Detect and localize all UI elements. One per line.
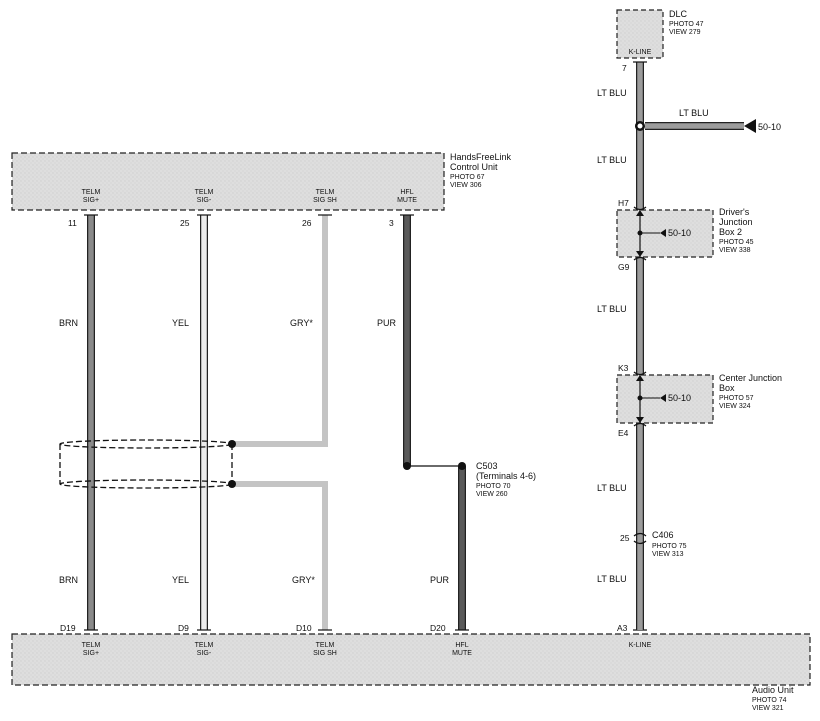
audio-term-2-l1: TELM bbox=[195, 642, 214, 649]
audio-term-1-l1: TELM bbox=[82, 642, 101, 649]
brn-label-top: BRN bbox=[59, 318, 78, 328]
gry-label-top: GRY* bbox=[290, 318, 313, 328]
cjb-ref-arrow-icon bbox=[660, 394, 666, 402]
audio-term-4-l2: MUTE bbox=[452, 650, 472, 657]
audio-term-2-l2: SIG- bbox=[197, 650, 212, 657]
yel-label-top: YEL bbox=[172, 318, 189, 328]
hfl-term-4-l2: MUTE bbox=[397, 197, 417, 204]
audio-pin-a3: A3 bbox=[617, 623, 628, 633]
djb-name-3: Box 2 bbox=[719, 227, 742, 237]
hfl-unit-photo: PHOTO 67 bbox=[450, 174, 485, 181]
pur-label-top: PUR bbox=[377, 318, 397, 328]
dlc-name: DLC bbox=[669, 9, 688, 19]
shield-dot-bottom bbox=[228, 480, 236, 488]
c406-view: VIEW 313 bbox=[652, 551, 684, 558]
c503-photo: PHOTO 70 bbox=[476, 483, 511, 490]
djb-pin-h7: H7 bbox=[618, 198, 629, 208]
c406-connector-bottom-icon bbox=[633, 540, 647, 545]
hfl-pin-3: 3 bbox=[389, 218, 394, 228]
hfl-term-2-l2: SIG- bbox=[197, 197, 212, 204]
audio-term-1-l2: SIG+ bbox=[83, 650, 99, 657]
hfl-term-1-l1: TELM bbox=[82, 189, 101, 196]
cjb-pin-k3: K3 bbox=[618, 363, 629, 373]
pur-splice-dot bbox=[403, 462, 411, 470]
cjb-box bbox=[616, 374, 714, 424]
gry-wire-bottom bbox=[232, 481, 328, 630]
hfl-unit-view: VIEW 306 bbox=[450, 182, 482, 189]
audio-term-5-l1: K-LINE bbox=[629, 642, 652, 649]
audio-term-4-l1: HFL bbox=[455, 642, 468, 649]
dlc-box bbox=[616, 9, 664, 59]
cjb-arrow-down-icon bbox=[636, 417, 644, 423]
djb-name-2: Junction bbox=[719, 217, 753, 227]
cjb-name-1: Center Junction bbox=[719, 373, 782, 383]
shield-dot-top bbox=[228, 440, 236, 448]
gry-label-bottom: GRY* bbox=[292, 575, 315, 585]
audio-unit-photo: PHOTO 74 bbox=[752, 697, 787, 704]
cjb-name-2: Box bbox=[719, 383, 735, 393]
hfl-term-1-l2: SIG+ bbox=[83, 197, 99, 204]
ltblu-label-4: LT BLU bbox=[597, 483, 627, 493]
audio-pin-d20: D20 bbox=[430, 623, 446, 633]
audio-unit-box bbox=[11, 633, 811, 686]
hfl-term-4-l1: HFL bbox=[400, 189, 413, 196]
c503-name: C503 bbox=[476, 461, 498, 471]
hfl-pin-11: 11 bbox=[68, 218, 77, 228]
brn-label-bottom: BRN bbox=[59, 575, 78, 585]
ltblu-label-2: LT BLU bbox=[597, 155, 627, 165]
djb-pin-g9: G9 bbox=[618, 262, 630, 272]
djb-name-1: Driver's bbox=[719, 207, 750, 217]
audio-term-3-l1: TELM bbox=[316, 642, 335, 649]
hfl-term-2-l1: TELM bbox=[195, 189, 214, 196]
audio-unit-view: VIEW 321 bbox=[752, 705, 784, 712]
cjb-photo: PHOTO 57 bbox=[719, 395, 754, 402]
cjb-pin-e4: E4 bbox=[618, 428, 629, 438]
dlc-terminal: K-LINE bbox=[629, 49, 652, 56]
djb-view: VIEW 338 bbox=[719, 247, 751, 254]
djb-ref: 50-10 bbox=[668, 228, 691, 238]
ltblu-label-5: LT BLU bbox=[597, 574, 627, 584]
hfl-pin-25: 25 bbox=[180, 218, 190, 228]
c406-connector-top-icon bbox=[633, 532, 647, 537]
cjb-view: VIEW 324 bbox=[719, 403, 751, 410]
audio-unit-name: Audio Unit bbox=[752, 685, 794, 695]
hfl-term-3-l2: SIG SH bbox=[313, 197, 337, 204]
ltblu-label-1: LT BLU bbox=[597, 88, 627, 98]
c503-view: VIEW 260 bbox=[476, 491, 508, 498]
ltblu-splice-dot-inner bbox=[637, 123, 643, 129]
djb-arrow-down-icon bbox=[636, 251, 644, 257]
c503-connector-dot bbox=[458, 462, 466, 470]
ltblu-branch-label: LT BLU bbox=[679, 108, 709, 118]
hfl-unit-name-2: Control Unit bbox=[450, 162, 498, 172]
ltblu-label-3: LT BLU bbox=[597, 304, 627, 314]
cjb-arrow-up-icon bbox=[636, 375, 644, 381]
dlc-view: VIEW 279 bbox=[669, 29, 701, 36]
djb-arrow-up-icon bbox=[636, 210, 644, 216]
audio-pin-d19: D19 bbox=[60, 623, 76, 633]
hfl-pin-26: 26 bbox=[302, 218, 312, 228]
hfl-unit-name-1: HandsFreeLink bbox=[450, 152, 512, 162]
pur-label-bottom: PUR bbox=[430, 575, 450, 585]
audio-pin-d9: D9 bbox=[178, 623, 189, 633]
branch-arrow-icon bbox=[744, 119, 756, 133]
hfl-control-unit-box bbox=[11, 152, 445, 211]
audio-pin-d10: D10 bbox=[296, 623, 312, 633]
audio-term-3-l2: SIG SH bbox=[313, 650, 337, 657]
c406-pin-25: 25 bbox=[620, 533, 630, 543]
gry-wire-top bbox=[232, 215, 328, 447]
yel-label-bottom: YEL bbox=[172, 575, 189, 585]
hfl-term-3-l1: TELM bbox=[316, 189, 335, 196]
cjb-ref: 50-10 bbox=[668, 393, 691, 403]
dlc-pin-7: 7 bbox=[622, 63, 627, 73]
junction-terminal-ticks bbox=[633, 206, 647, 427]
branch-ref: 50-10 bbox=[758, 122, 781, 132]
dlc-photo: PHOTO 47 bbox=[669, 21, 704, 28]
djb-photo: PHOTO 45 bbox=[719, 239, 754, 246]
c406-photo: PHOTO 75 bbox=[652, 543, 687, 550]
djb-ref-arrow-icon bbox=[660, 229, 666, 237]
c406-name: C406 bbox=[652, 530, 674, 540]
c503-terminals: (Terminals 4-6) bbox=[476, 471, 536, 481]
